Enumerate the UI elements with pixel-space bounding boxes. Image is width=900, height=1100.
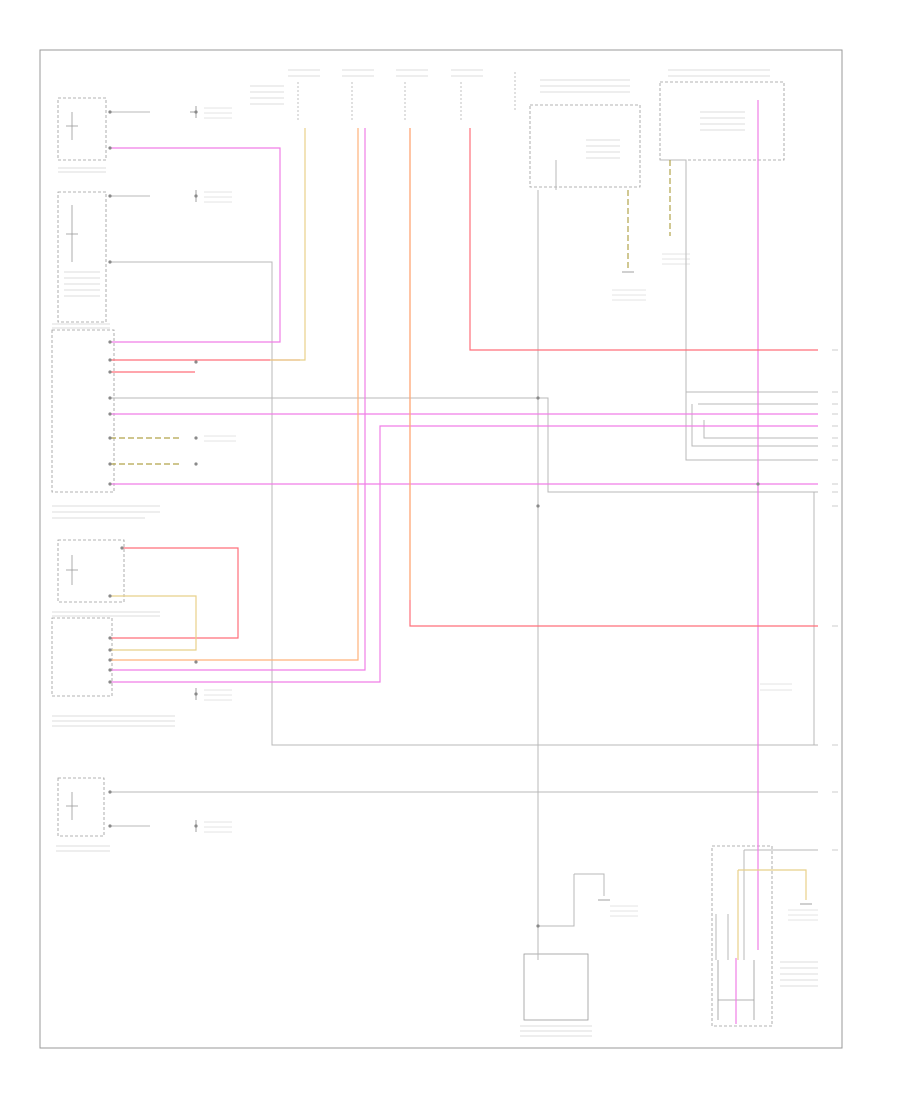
text-block-rear-relay xyxy=(668,69,770,131)
text-block-rear-lid xyxy=(56,845,110,852)
component-tire-pressure-module xyxy=(523,953,589,1021)
wires-orange xyxy=(110,128,411,661)
component-instrument-panel-relay xyxy=(529,104,641,188)
diagram-frame xyxy=(39,49,843,1049)
connector-dots xyxy=(108,110,760,928)
wires-pink xyxy=(110,100,818,1024)
component-window-motor-module xyxy=(57,191,107,323)
text-block-instrument-panel xyxy=(540,79,630,159)
text-block-climatronic xyxy=(52,323,160,519)
component-front-passenger-switch xyxy=(57,539,125,603)
component-climatronic-module xyxy=(51,329,115,493)
component-front-passenger-module xyxy=(51,617,113,697)
component-central-locking-label xyxy=(58,167,106,173)
component-rear-right-module xyxy=(711,845,773,1027)
component-rear-relay-carrier xyxy=(659,81,785,161)
text-block-window-motor xyxy=(64,271,100,297)
wires-red xyxy=(110,128,818,639)
text-block-tire-pressure xyxy=(520,1025,592,1037)
component-rear-lid-switch xyxy=(57,777,105,837)
text-block-front-passenger xyxy=(52,611,175,727)
right-edge-ticks xyxy=(832,349,838,851)
wires-olive xyxy=(110,160,671,465)
caption-strips xyxy=(204,107,818,921)
text-block-rear-right xyxy=(780,961,818,987)
ground-symbol-1 xyxy=(190,106,197,118)
wires-yellow xyxy=(110,128,807,960)
fuse-labels-top xyxy=(250,69,483,105)
wires-gray xyxy=(110,111,818,960)
fuse-block-top xyxy=(297,72,516,120)
component-central-locking-control xyxy=(57,97,107,161)
